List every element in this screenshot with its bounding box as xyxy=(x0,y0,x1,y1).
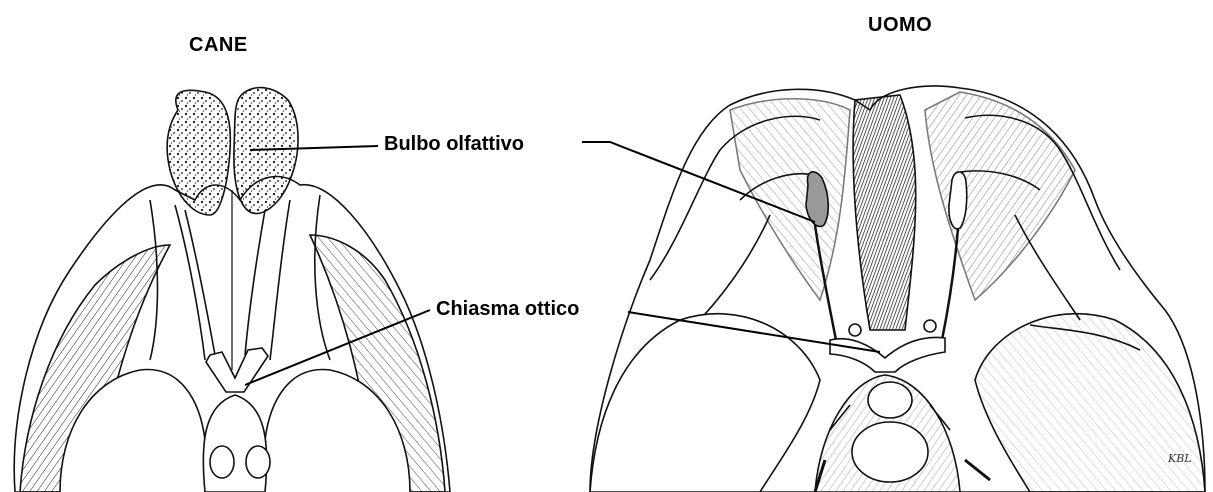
optic-chiasm-label: Chiasma ottico xyxy=(436,298,579,321)
artist-signature: KBL xyxy=(1168,452,1192,465)
human-olfactory-bulb-right xyxy=(949,172,967,229)
human-title: UOMO xyxy=(868,14,932,37)
human-brain-drawing xyxy=(590,86,1205,492)
dog-title: CANE xyxy=(189,34,248,57)
olfactory-bulb-label: Bulbo olfattivo xyxy=(384,133,524,156)
